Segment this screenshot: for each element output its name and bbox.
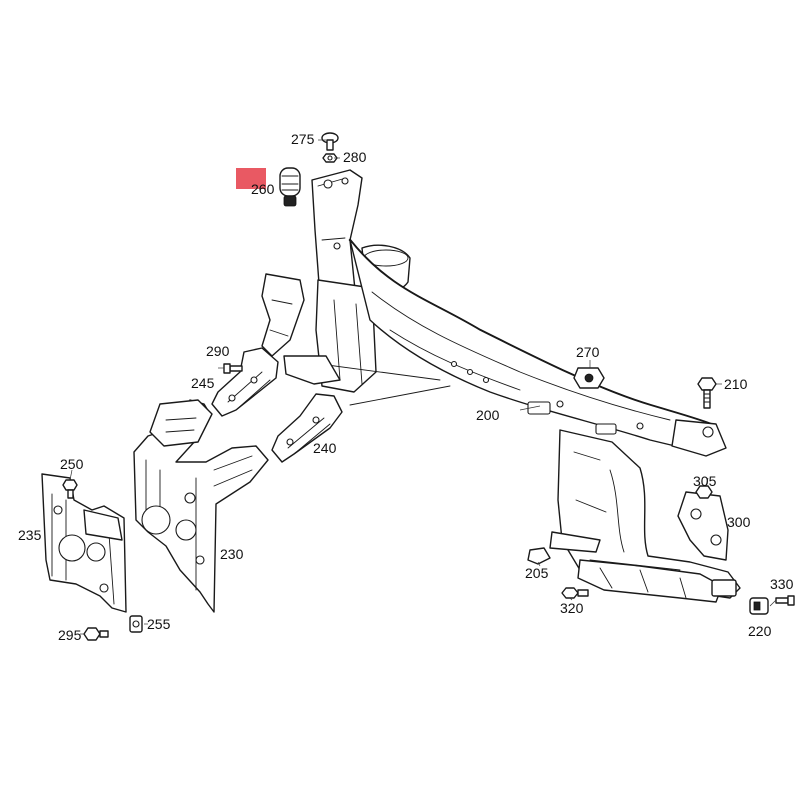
screw-part-250 (62, 479, 78, 499)
front-crossmember-part-200 (289, 169, 741, 603)
callout-275: 275 (291, 131, 315, 147)
bracket-part-245 (211, 347, 279, 417)
clip-part-270 (573, 367, 605, 389)
callout-255: 255 (147, 616, 171, 632)
callout-250: 250 (60, 456, 84, 472)
callout-labels: 200 205 210 220 230 235 240 245 250 255 … (18, 131, 794, 643)
callout-220: 220 (748, 623, 772, 639)
callout-210: 210 (724, 376, 748, 392)
clip-part-205 (527, 547, 551, 565)
callout-330: 330 (770, 576, 794, 592)
callout-245: 245 (191, 375, 215, 391)
bracket-part-300 (677, 491, 729, 561)
callout-260: 260 (251, 181, 275, 197)
nut-part-255 (129, 615, 143, 633)
bolt-part-275 (321, 132, 339, 151)
callout-235: 235 (18, 527, 42, 543)
bracket-part-240 (271, 393, 343, 463)
screw-part-290 (223, 363, 243, 374)
plate-part-235 (41, 473, 127, 613)
screw-part-330 (775, 595, 795, 606)
side-panel-part-230 (133, 399, 269, 613)
callout-240: 240 (313, 440, 337, 456)
upper-support-bracket (261, 273, 341, 385)
plug-part-260 (279, 167, 301, 207)
leader-lines (69, 139, 777, 635)
callout-290: 290 (206, 343, 230, 359)
callout-280: 280 (343, 149, 367, 165)
nut-part-305 (695, 485, 713, 499)
callout-300: 300 (727, 514, 751, 530)
clip-part-220 (749, 597, 769, 615)
callout-295: 295 (58, 627, 82, 643)
bolt-part-295 (83, 627, 109, 641)
bolt-part-210 (697, 377, 717, 409)
callout-200: 200 (476, 407, 500, 423)
nut-part-280 (322, 153, 338, 163)
callout-305: 305 (693, 473, 717, 489)
callout-205: 205 (525, 565, 549, 581)
highlight-box-260 (236, 168, 266, 189)
bolt-part-320 (561, 587, 589, 599)
callout-270: 270 (576, 344, 600, 360)
callout-230: 230 (220, 546, 244, 562)
callout-320: 320 (560, 600, 584, 616)
